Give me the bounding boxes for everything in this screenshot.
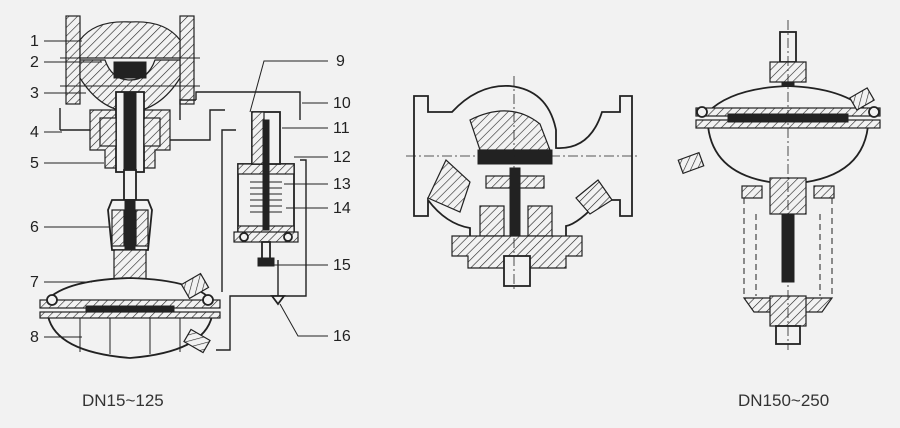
pilot-regulator xyxy=(233,111,299,306)
callout-14: 14 xyxy=(333,200,351,217)
callout-3: 3 xyxy=(30,85,39,102)
valve-drawing-dn15-125: 1 2 3 4 5 6 7 8 9 10 11 12 13 14 15 16 D… xyxy=(30,15,351,410)
callout-leaders-right xyxy=(249,60,328,337)
callout-6: 6 xyxy=(30,219,39,236)
callout-1: 1 xyxy=(30,33,39,50)
bonnet xyxy=(89,91,171,173)
callout-5: 5 xyxy=(30,155,39,172)
valve-body xyxy=(60,15,200,113)
caption-dn15-125: DN15~125 xyxy=(82,391,164,410)
callout-8: 8 xyxy=(30,329,39,346)
callout-4: 4 xyxy=(30,124,39,141)
valve-body-section xyxy=(406,76,640,290)
callout-12: 12 xyxy=(333,149,351,166)
callout-15: 15 xyxy=(333,257,351,274)
callout-2: 2 xyxy=(30,54,39,71)
callout-9: 9 xyxy=(336,53,345,70)
callout-16: 16 xyxy=(333,328,351,345)
callout-leaders-left xyxy=(44,40,110,338)
callout-10: 10 xyxy=(333,95,351,112)
diaphragm-actuator xyxy=(39,272,221,359)
callout-7: 7 xyxy=(30,274,39,291)
callout-11: 11 xyxy=(333,120,350,137)
callout-13: 13 xyxy=(333,176,351,193)
valve-drawing-dn150-250: DN150~250 xyxy=(677,20,881,410)
caption-dn150-250: DN150~250 xyxy=(738,391,829,410)
impulse-tubing xyxy=(59,91,307,351)
